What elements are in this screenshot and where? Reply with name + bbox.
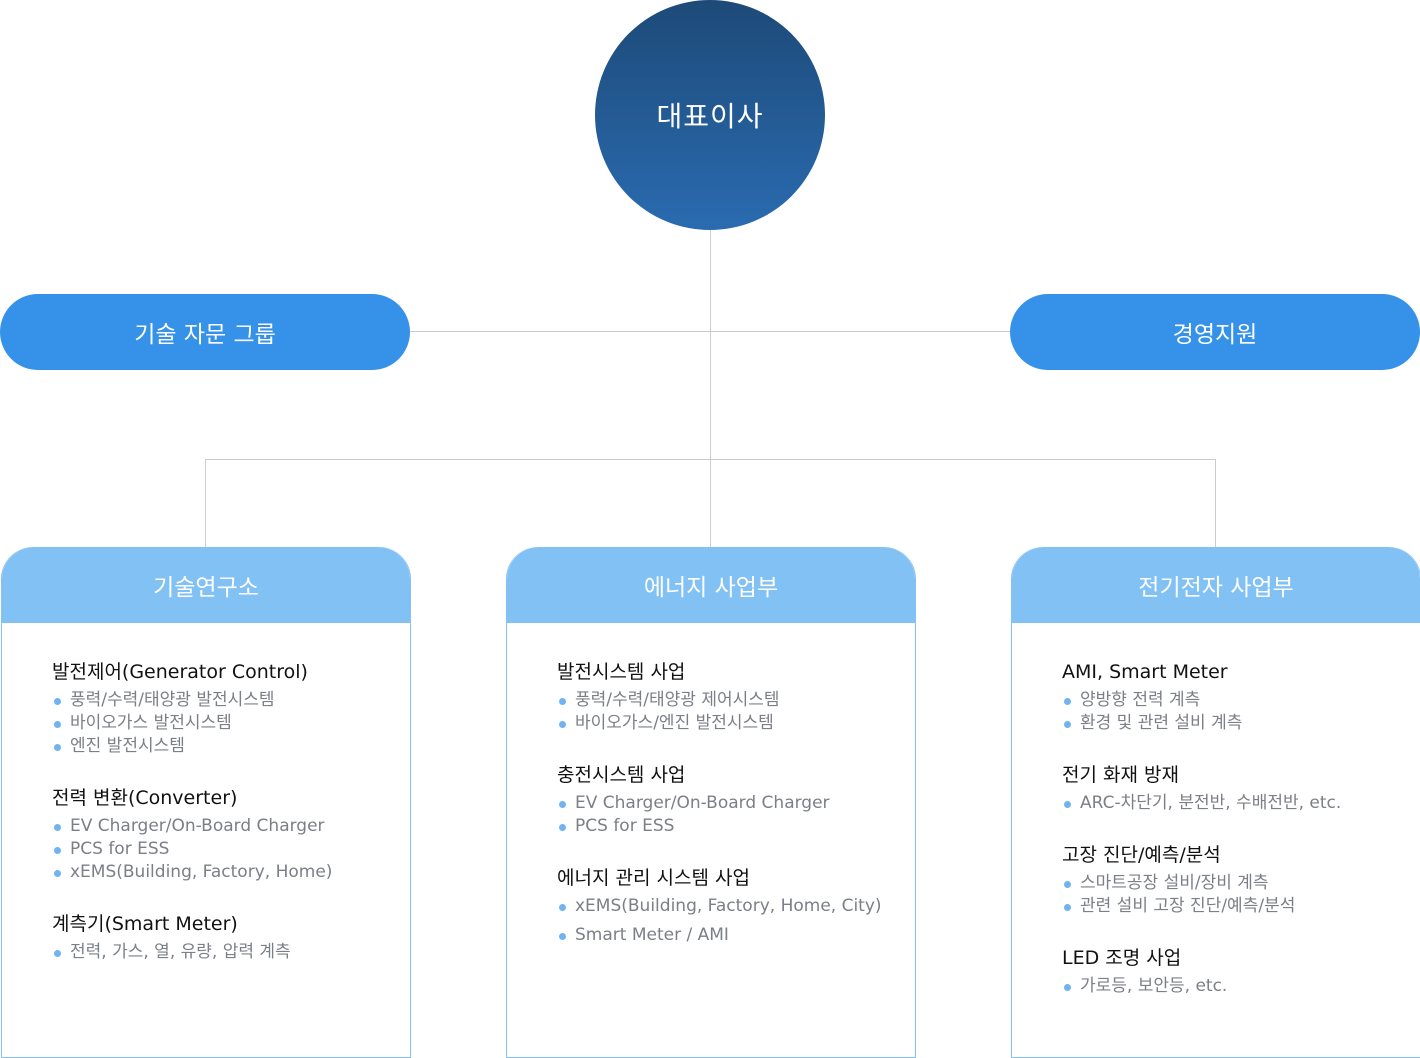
list-item: ARC-차단기, 분전반, 수배전반, etc.	[1062, 792, 1420, 815]
section-title: LED 조명 사업	[1062, 947, 1182, 969]
dept-card-energy: 에너지 사업부 발전시스템 사업 풍력/수력/태양광 제어시스템 바이오가스/엔…	[506, 547, 916, 1058]
list-item: 전력, 가스, 열, 유량, 압력 계측	[52, 941, 410, 964]
list-item: PCS for ESS	[52, 838, 410, 861]
section-title: 계측기(Smart Meter)	[52, 913, 238, 935]
list-item: PCS for ESS	[557, 815, 915, 838]
connector-dept-1	[205, 459, 206, 547]
dept-body: 발전시스템 사업 풍력/수력/태양광 제어시스템 바이오가스/엔진 발전시스템 …	[507, 623, 915, 947]
dept-title: 전기전자 사업부	[1138, 575, 1294, 601]
dept-section: 전력 변환(Converter) EV Charger/On-Board Cha…	[52, 785, 410, 884]
section-list: 스마트공장 설비/장비 계측 관련 설비 고장 진단/예측/분석	[1062, 872, 1420, 918]
section-list: EV Charger/On-Board Charger PCS for ESS	[557, 792, 915, 838]
list-item: 환경 및 관련 설비 계측	[1062, 712, 1420, 735]
advisory-group-label: 기술 자문 그룹	[134, 322, 276, 348]
dept-section: LED 조명 사업 가로등, 보안등, etc.	[1062, 945, 1420, 998]
list-item: 스마트공장 설비/장비 계측	[1062, 872, 1420, 895]
list-item: 가로등, 보안등, etc.	[1062, 975, 1420, 998]
dept-title: 에너지 사업부	[643, 575, 779, 601]
section-list: EV Charger/On-Board Charger PCS for ESS …	[52, 815, 410, 884]
list-item: 풍력/수력/태양광 발전시스템	[52, 689, 410, 712]
section-title: 발전시스템 사업	[557, 661, 686, 683]
dept-section: AMI, Smart Meter 양방향 전력 계측 환경 및 관련 설비 계측	[1062, 659, 1420, 735]
connector-dept-horizontal	[205, 459, 1216, 460]
dept-body: AMI, Smart Meter 양방향 전력 계측 환경 및 관련 설비 계측…	[1012, 623, 1420, 998]
section-list: ARC-차단기, 분전반, 수배전반, etc.	[1062, 792, 1420, 815]
dept-section: 충전시스템 사업 EV Charger/On-Board Charger PCS…	[557, 762, 915, 838]
section-title: 충전시스템 사업	[557, 764, 686, 786]
section-list: xEMS(Building, Factory, Home, City) Smar…	[557, 895, 915, 947]
list-item: Smart Meter / AMI	[557, 924, 915, 947]
dept-section: 전기 화재 방재 ARC-차단기, 분전반, 수배전반, etc.	[1062, 762, 1420, 815]
list-item: EV Charger/On-Board Charger	[52, 815, 410, 838]
dept-card-research: 기술연구소 발전제어(Generator Control) 풍력/수력/태양광 …	[1, 547, 411, 1058]
management-support-node: 경영지원	[1010, 294, 1420, 370]
dept-section: 에너지 관리 시스템 사업 xEMS(Building, Factory, Ho…	[557, 865, 915, 947]
advisory-group-node: 기술 자문 그룹	[0, 294, 410, 370]
list-item: EV Charger/On-Board Charger	[557, 792, 915, 815]
dept-section: 고장 진단/예측/분석 스마트공장 설비/장비 계측 관련 설비 고장 진단/예…	[1062, 842, 1420, 918]
section-title: 발전제어(Generator Control)	[52, 661, 308, 683]
list-item: 바이오가스/엔진 발전시스템	[557, 712, 915, 735]
list-item: 바이오가스 발전시스템	[52, 712, 410, 735]
list-item: 엔진 발전시스템	[52, 735, 410, 758]
ceo-label: 대표이사	[656, 100, 764, 133]
section-list: 전력, 가스, 열, 유량, 압력 계측	[52, 941, 410, 964]
list-item: 관련 설비 고장 진단/예측/분석	[1062, 895, 1420, 918]
dept-section: 발전시스템 사업 풍력/수력/태양광 제어시스템 바이오가스/엔진 발전시스템	[557, 659, 915, 735]
list-item: xEMS(Building, Factory, Home, City)	[557, 895, 915, 918]
connector-side-horizontal	[410, 331, 1010, 332]
dept-header: 에너지 사업부	[507, 547, 915, 623]
dept-header: 전기전자 사업부	[1012, 547, 1420, 623]
list-item: 풍력/수력/태양광 제어시스템	[557, 689, 915, 712]
section-list: 풍력/수력/태양광 제어시스템 바이오가스/엔진 발전시스템	[557, 689, 915, 735]
ceo-node: 대표이사	[595, 0, 825, 230]
section-title: 고장 진단/예측/분석	[1062, 844, 1221, 866]
dept-section: 계측기(Smart Meter) 전력, 가스, 열, 유량, 압력 계측	[52, 911, 410, 964]
section-title: 전력 변환(Converter)	[52, 787, 238, 809]
dept-header: 기술연구소	[2, 547, 410, 623]
connector-ceo-vertical	[710, 230, 711, 547]
section-title: AMI, Smart Meter	[1062, 661, 1228, 683]
section-title: 전기 화재 방재	[1062, 764, 1179, 786]
section-list: 양방향 전력 계측 환경 및 관련 설비 계측	[1062, 689, 1420, 735]
list-item: 양방향 전력 계측	[1062, 689, 1420, 712]
section-list: 풍력/수력/태양광 발전시스템 바이오가스 발전시스템 엔진 발전시스템	[52, 689, 410, 758]
dept-card-electronics: 전기전자 사업부 AMI, Smart Meter 양방향 전력 계측 환경 및…	[1011, 547, 1420, 1058]
section-list: 가로등, 보안등, etc.	[1062, 975, 1420, 998]
dept-title: 기술연구소	[153, 575, 259, 601]
connector-dept-3	[1215, 459, 1216, 547]
section-title: 에너지 관리 시스템 사업	[557, 867, 750, 889]
list-item: xEMS(Building, Factory, Home)	[52, 861, 410, 884]
management-support-label: 경영지원	[1172, 322, 1258, 348]
dept-body: 발전제어(Generator Control) 풍력/수력/태양광 발전시스템 …	[2, 623, 410, 964]
dept-section: 발전제어(Generator Control) 풍력/수력/태양광 발전시스템 …	[52, 659, 410, 758]
